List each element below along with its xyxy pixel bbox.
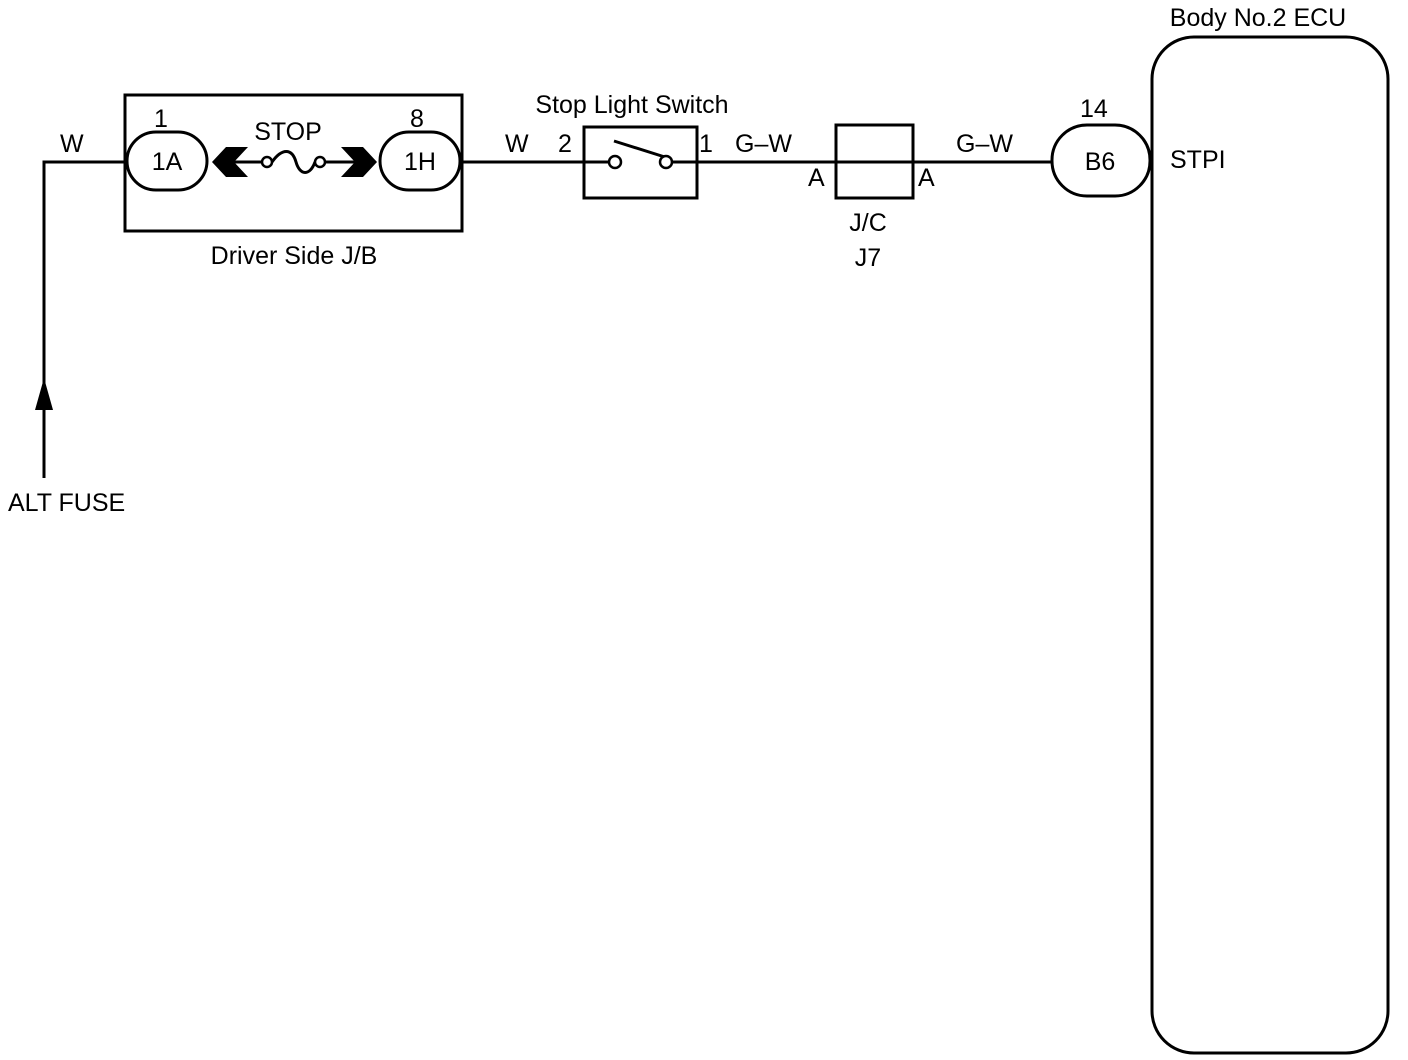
jc-pin-a-left: A [808,164,825,192]
switch-contact-left [607,154,623,170]
connector-1a [125,130,209,192]
switch-lever-icon [613,139,669,160]
jc-id: J7 [855,244,881,272]
driver-side-junction-block: 1 1A 8 1H STOP Driver Side J/B [123,93,464,270]
body-no2-ecu: Body No.2 ECU STPI [1150,4,1390,1055]
wire-w-left [42,160,127,405]
b6-pin-14: 14 [1080,95,1108,123]
connector-b6-group: 14 B6 [1050,95,1152,198]
fuse-terminal-left [260,155,274,169]
connector-b6-label: B6 [1085,148,1116,176]
wire-color-w-mid: W [505,130,529,158]
left-chevron-icon [212,147,248,177]
fuse-label: STOP [254,118,322,146]
switch-label: Stop Light Switch [535,91,728,119]
connector-b6 [1050,123,1152,198]
alt-fuse-source: ALT FUSE [8,378,125,517]
connector-1a-label: 1A [152,148,183,176]
ecu-label: Body No.2 ECU [1170,4,1346,32]
wire-color-gw-right: G–W [956,130,1013,158]
jc-label: J/C [849,209,887,237]
pin-1-label: 1 [154,105,168,133]
fuse-terminal-right [313,155,327,169]
fuse-element-icon [270,150,317,174]
stop-light-switch: Stop Light Switch 2 1 [535,91,729,200]
stop-fuse: STOP [212,118,377,177]
connector-1h-label: 1H [404,148,436,176]
junction-connector-j7: A A J/C J7 [808,123,935,272]
ecu-terminal-stpi: STPI [1170,146,1226,174]
switch-pin-2: 2 [558,130,572,158]
wire-color-gw-left: G–W [735,130,792,158]
wire-color-w-left: W [60,130,84,158]
jc-pin-a-right: A [918,164,935,192]
right-chevron-icon [341,147,377,177]
pin-8-label: 8 [410,105,424,133]
ecu-box [1150,35,1390,1055]
switch-pin-1: 1 [699,130,713,158]
switch-contact-right [658,154,674,170]
junction-block-label: Driver Side J/B [211,242,378,270]
alt-fuse-label: ALT FUSE [8,489,125,517]
